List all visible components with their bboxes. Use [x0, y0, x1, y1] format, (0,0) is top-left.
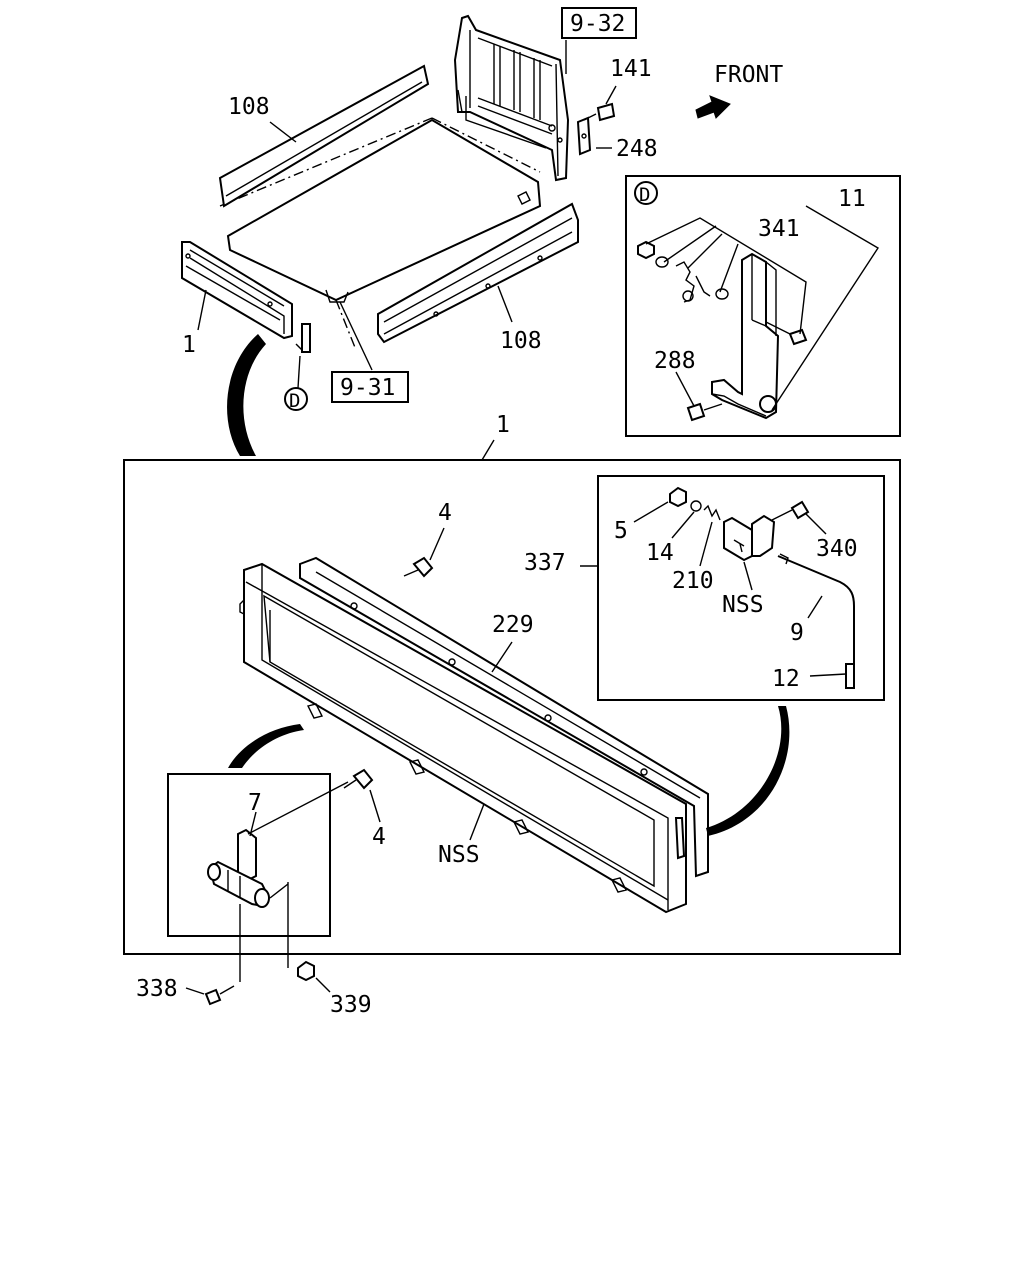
rod-9	[777, 555, 855, 664]
tail-gate-overview	[181, 241, 293, 340]
hook-hardware	[637, 240, 729, 303]
callout-288: 288	[654, 348, 696, 374]
detail-d-box: D 11	[625, 175, 901, 437]
ref-9-32: 9-32	[570, 11, 625, 37]
hinge-lugs	[306, 703, 628, 893]
latch-pointer-arrow	[706, 706, 790, 836]
hook-bracket	[711, 252, 780, 420]
callout-5: 5	[614, 518, 628, 544]
bolt-338: 338	[136, 976, 235, 1006]
gate-panel	[239, 562, 687, 914]
callout-141: 141	[610, 56, 652, 82]
hinge-detail-box: 7	[167, 773, 349, 982]
ref-box-9-31	[331, 371, 409, 403]
side-board-right	[377, 202, 579, 344]
bolt-in-detail	[765, 321, 808, 346]
callout-338: 338	[136, 976, 178, 1002]
spring-210	[703, 504, 721, 521]
latch-end	[674, 817, 686, 860]
callout-4-hinge: 4	[372, 824, 386, 850]
bolt-4-top	[403, 556, 434, 578]
callout-1-assembly: 1	[496, 412, 510, 438]
callout-108-right: 108	[500, 328, 542, 354]
pin-12	[845, 663, 855, 689]
bolt-141	[583, 102, 616, 122]
detail-marker-overview	[284, 387, 308, 411]
headboard	[453, 14, 570, 182]
ref-box-9-32	[561, 7, 637, 39]
bolt-340	[790, 500, 810, 520]
callout-339: 339	[330, 992, 372, 1018]
marker-d-overview: D	[289, 390, 300, 412]
callout-nss-latch: NSS	[722, 592, 764, 618]
callout-7: 7	[248, 790, 262, 816]
bracket-248	[576, 116, 592, 156]
callout-11: 11	[838, 186, 866, 212]
callout-108-left: 108	[228, 94, 270, 120]
latch-pin-overview	[301, 323, 311, 353]
latch-detail-box: 337 5 14 210 NSS 340 9 12	[524, 475, 885, 701]
callout-229: 229	[492, 612, 534, 638]
front-label: FRONT	[714, 62, 783, 88]
ref-9-31: 9-31	[340, 375, 395, 401]
callout-341: 341	[758, 216, 800, 242]
tail-gate-assembly: 1	[123, 412, 901, 955]
callout-248: 248	[616, 136, 658, 162]
bolt-4-hinge	[343, 768, 374, 790]
callout-210: 210	[672, 568, 714, 594]
callout-9: 9	[790, 620, 804, 646]
callout-12: 12	[772, 666, 800, 692]
washer-14	[690, 500, 702, 512]
side-board-left	[218, 64, 430, 208]
bolt-288	[686, 402, 723, 422]
callout-337: 337	[524, 550, 566, 576]
callout-1-overview: 1	[182, 332, 196, 358]
marker-d-detail: D	[639, 184, 650, 206]
hinge-7	[207, 828, 270, 908]
latch-body	[723, 514, 776, 562]
nut-5	[669, 486, 687, 508]
callout-4-top: 4	[438, 500, 452, 526]
nut-339: 339	[297, 960, 372, 1018]
detail-pointer-arrow	[227, 334, 266, 456]
callout-340: 340	[816, 536, 858, 562]
front-direction-arrow: FRONT	[695, 62, 783, 119]
rail-229	[299, 556, 709, 878]
truck-bed-overview: FRONT 9-32 9-31 108 108 1 141 248 D	[181, 7, 783, 456]
bed-floor	[219, 117, 542, 351]
callout-14: 14	[646, 540, 674, 566]
callout-nss-gate: NSS	[438, 842, 480, 868]
hinge-pointer-arrow	[228, 724, 304, 768]
